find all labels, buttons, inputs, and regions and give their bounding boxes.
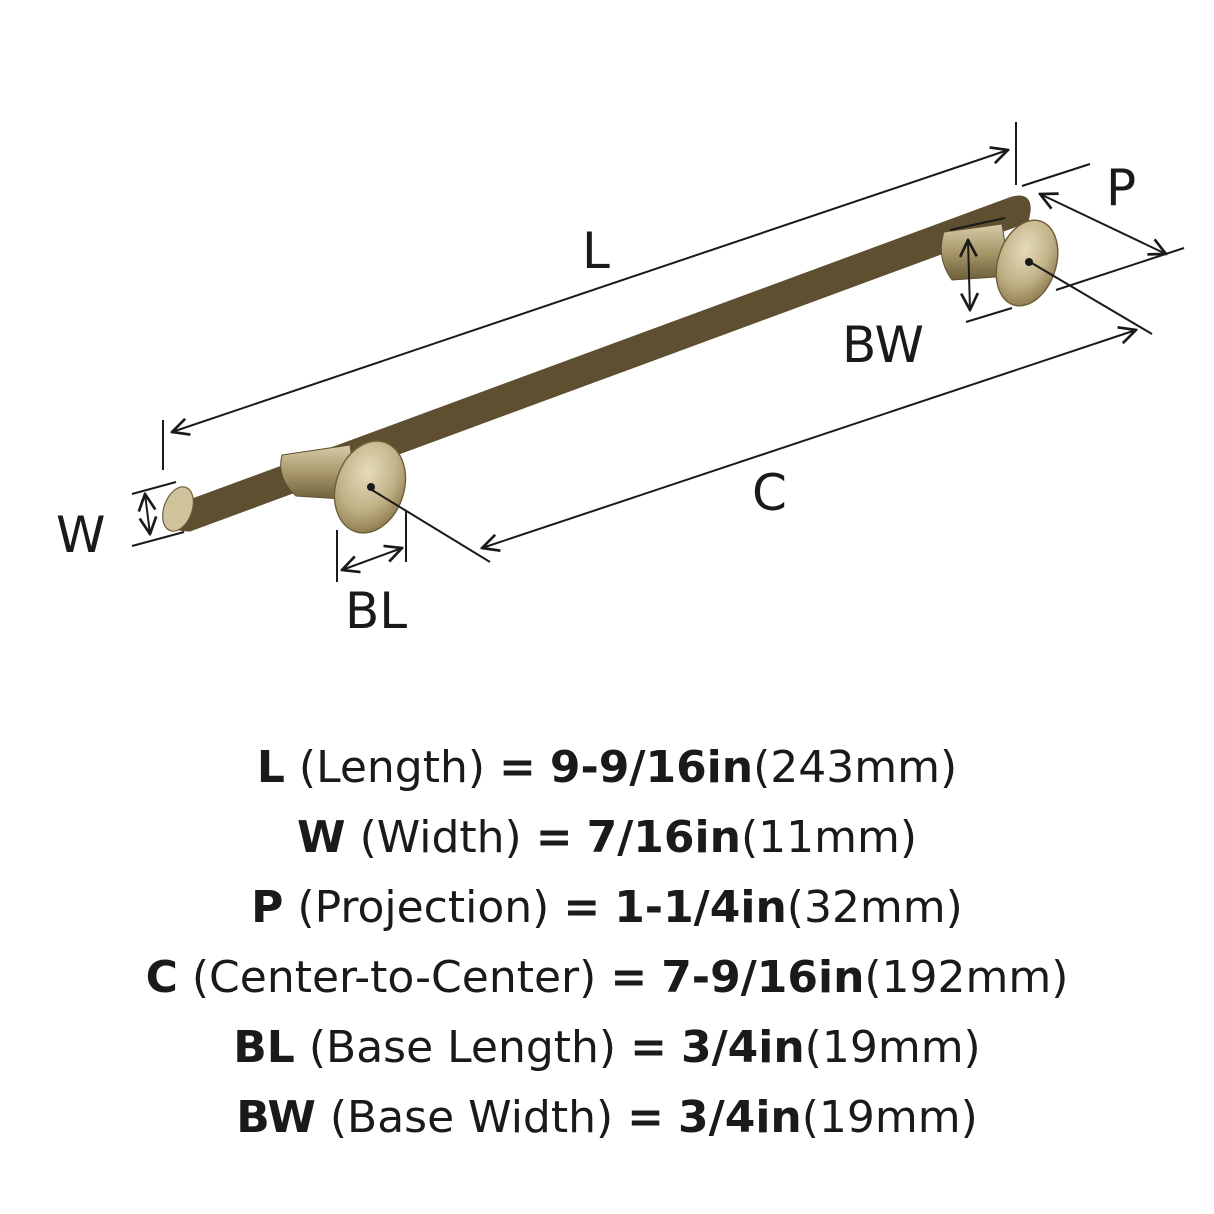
spec-row-width: W (Width) = 7/16in(11mm) [0, 803, 1214, 873]
dimension-specifications: L (Length) = 9-9/16in(243mm) W (Width) =… [0, 733, 1214, 1153]
spec-abbr: L [256, 742, 285, 793]
spec-row-base-length: BL (Base Length) = 3/4in(19mm) [0, 1013, 1214, 1083]
spec-metric-value: (243mm) [753, 742, 958, 793]
spec-equals: = [610, 952, 648, 1003]
cabinet-pull-handle [162, 195, 1059, 534]
spec-imperial-value: 3/4in [678, 1092, 802, 1143]
spec-name: (Length) [298, 742, 486, 793]
spec-row-length: L (Length) = 9-9/16in(243mm) [0, 733, 1214, 803]
spec-equals: = [627, 1092, 665, 1143]
dim-label-W: W [56, 506, 105, 564]
spec-abbr: P [251, 882, 284, 933]
center-dimension-line [482, 330, 1136, 548]
handle-bar-end-cap [162, 486, 194, 532]
spec-metric-value: (32mm) [786, 882, 963, 933]
projection-extension-top [1021, 163, 1091, 187]
spec-equals: = [535, 812, 573, 863]
spec-name: (Projection) [297, 882, 550, 933]
base-width-dimension-line [968, 240, 970, 310]
right-screw-hole [1025, 258, 1033, 266]
spec-imperial-value: 3/4in [680, 1022, 805, 1073]
spec-name: (Width) [359, 812, 522, 863]
spec-name: (Base Width) [329, 1092, 614, 1143]
projection-dimension-line [1040, 194, 1166, 254]
dim-label-BW: BW [842, 316, 924, 374]
length-dimension-line [172, 150, 1008, 432]
dim-label-C: C [752, 464, 787, 522]
spec-name: (Base Length) [308, 1022, 617, 1073]
spec-equals: = [563, 882, 601, 933]
spec-imperial-value: 7/16in [586, 812, 741, 863]
spec-metric-value: (11mm) [740, 812, 917, 863]
left-screw-hole [367, 483, 375, 491]
spec-abbr: BL [233, 1022, 295, 1073]
dim-label-BL: BL [345, 582, 407, 640]
spec-name: (Center-to-Center) [191, 952, 597, 1003]
dim-label-L: L [582, 222, 610, 280]
dim-label-P: P [1106, 159, 1136, 217]
spec-metric-value: (19mm) [804, 1022, 981, 1073]
width-extension-top [131, 481, 177, 495]
spec-abbr: W [297, 812, 346, 863]
spec-abbr: C [145, 952, 178, 1003]
base-length-dimension-line [342, 548, 402, 570]
spec-row-center-to-center: C (Center-to-Center) = 7-9/16in(192mm) [0, 943, 1214, 1013]
spec-imperial-value: 9-9/16in [549, 742, 754, 793]
spec-row-base-width: BW (Base Width) = 3/4in(19mm) [0, 1083, 1214, 1153]
width-extension-bottom [131, 531, 185, 547]
spec-imperial-value: 7-9/16in [661, 952, 865, 1003]
spec-equals: = [630, 1022, 667, 1073]
spec-abbr: BW [236, 1092, 316, 1143]
spec-row-projection: P (Projection) = 1-1/4in(32mm) [0, 873, 1214, 943]
dimension-lines [131, 122, 1185, 582]
spec-equals: = [499, 742, 536, 793]
spec-metric-value: (192mm) [864, 952, 1069, 1003]
handle-dimension-diagram: L P BW C W BL [56, 122, 1185, 640]
center-extension-left [371, 489, 491, 563]
spec-metric-value: (19mm) [801, 1092, 978, 1143]
center-extension-right [1029, 261, 1153, 335]
spec-imperial-value: 1-1/4in [614, 882, 787, 933]
base-width-extension-bottom [965, 307, 1013, 323]
width-dimension-line [145, 494, 150, 534]
base-width-extension-top [949, 217, 1006, 231]
